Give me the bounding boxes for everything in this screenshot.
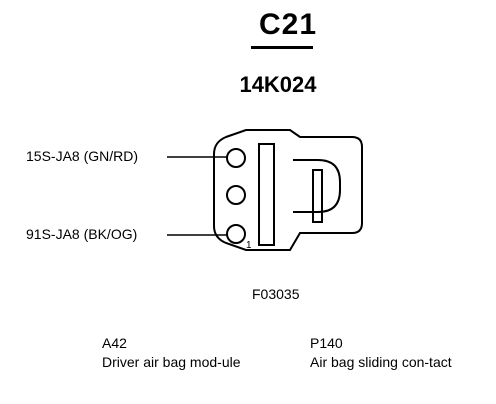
connector-housing [213, 129, 363, 251]
pin-label-top: 15S-JA8 (GN/RD) [26, 148, 139, 164]
legend-description: Driver air bag mod-ule [102, 354, 241, 370]
legend-code: P140 [310, 335, 343, 351]
legend-description: Air bag sliding con-tact [310, 354, 452, 370]
pin-label-bottom: 91S-JA8 (BK/OG) [26, 226, 138, 242]
legend-item-a42: A42 Driver air bag mod-ule [102, 334, 252, 372]
legend-code: A42 [102, 335, 127, 351]
pin-cavity-2 [226, 185, 246, 205]
pin-cavity-1 [226, 148, 246, 168]
connector-id-underline [251, 46, 313, 49]
connector-id: C21 [258, 8, 318, 41]
locking-latch [293, 159, 341, 213]
pin-one-marker: 1 [246, 240, 252, 251]
latch-tab [312, 169, 323, 223]
key-slot [258, 143, 275, 246]
part-number: 14K024 [239, 72, 317, 97]
legend-item-p140: P140 Air bag sliding con-tact [310, 334, 460, 372]
pin-cavity-3 [226, 224, 246, 244]
figure-code: F03035 [252, 286, 300, 302]
